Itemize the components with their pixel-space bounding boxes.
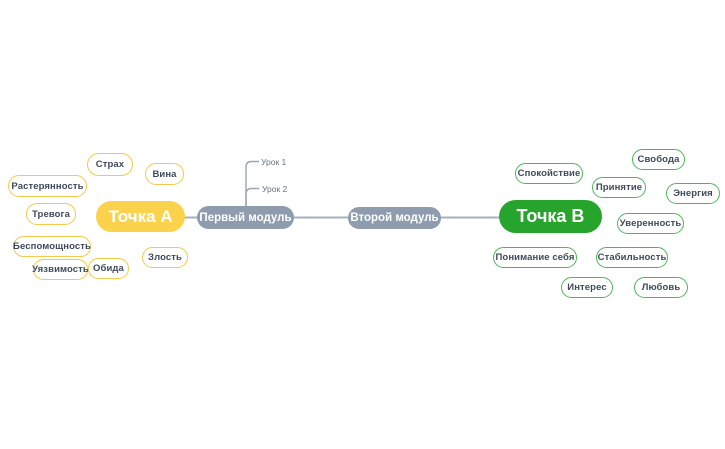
emotion-bubble-negative[interactable]: Уязвимость [32, 259, 89, 280]
emotion-bubble-positive[interactable]: Любовь [634, 277, 688, 298]
emotion-bubble-negative[interactable]: Страх [87, 153, 133, 176]
emotion-bubble-positive[interactable]: Понимание себя [493, 247, 577, 268]
emotion-bubble-positive[interactable]: Уверенность [617, 213, 684, 234]
node-point-a[interactable]: Точка А [96, 201, 185, 232]
emotion-bubble-positive[interactable]: Интерес [561, 277, 613, 298]
emotion-bubble-negative[interactable]: Вина [145, 163, 184, 185]
emotion-bubble-negative[interactable]: Беспомощность [13, 236, 91, 257]
emotion-bubble-positive[interactable]: Стабильность [596, 247, 668, 268]
emotion-bubble-negative[interactable]: Растерянность [8, 175, 87, 197]
lesson-branch-1 [245, 160, 259, 206]
node-module-1[interactable]: Первый модуль [197, 206, 294, 229]
node-point-b[interactable]: Точка В [499, 200, 602, 233]
emotion-bubble-positive[interactable]: Свобода [632, 149, 685, 170]
emotion-bubble-negative[interactable]: Злость [142, 247, 188, 268]
emotion-bubble-positive[interactable]: Энергия [666, 183, 720, 204]
emotion-bubble-negative[interactable]: Тревога [26, 203, 76, 225]
lesson-branch-2 [245, 187, 259, 206]
emotion-bubble-positive[interactable]: Спокойствие [515, 163, 583, 184]
emotion-bubble-positive[interactable]: Принятие [592, 177, 646, 198]
node-lesson-2[interactable]: Урок 2 [262, 184, 288, 194]
emotion-bubble-negative[interactable]: Обида [88, 258, 129, 279]
node-lesson-1[interactable]: Урок 1 [261, 157, 287, 167]
node-module-2[interactable]: Второй модуль [348, 207, 441, 229]
